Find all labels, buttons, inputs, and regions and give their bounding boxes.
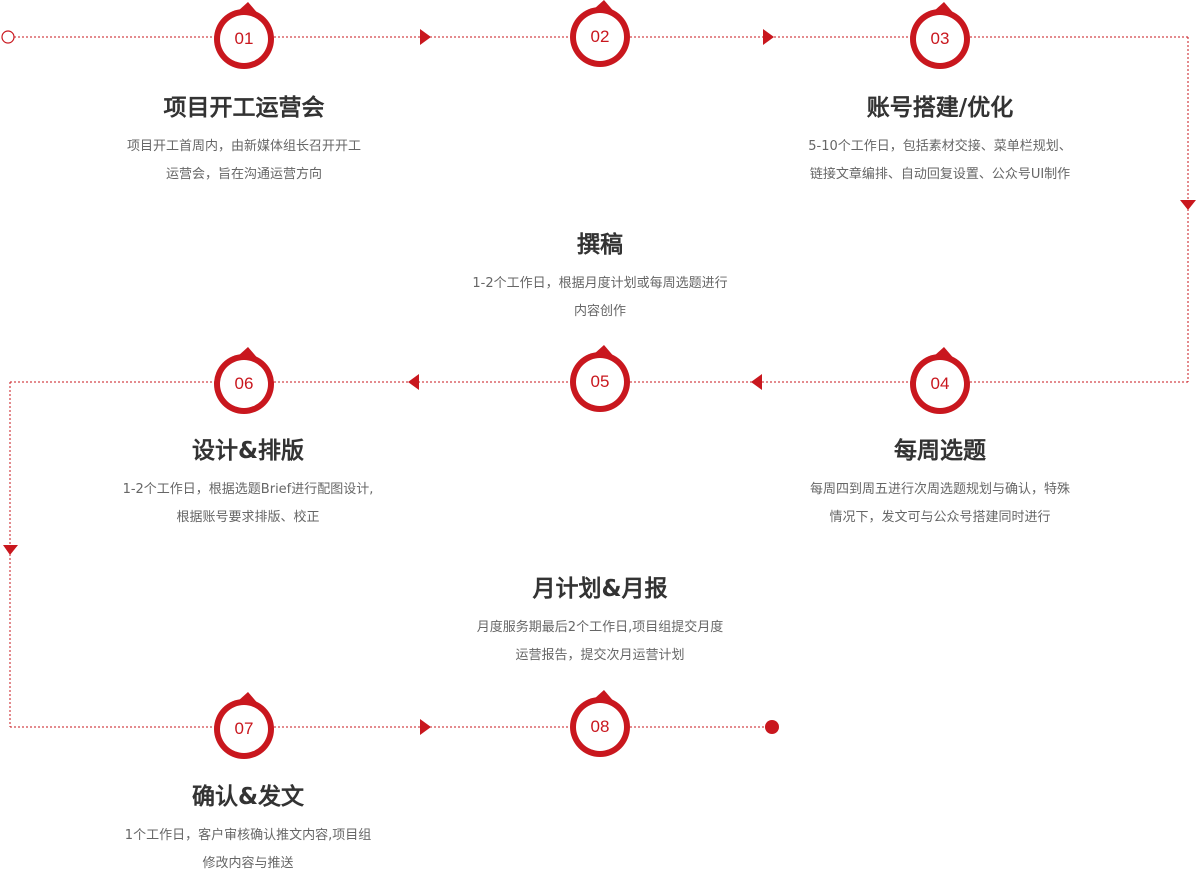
step-02-card: 撰稿 1-2个工作日，根据月度计划或每周选题进行 内容创作 xyxy=(450,230,750,326)
end-marker xyxy=(765,720,779,734)
step-01-description: 项目开工首周内，由新媒体组长召开开工 运营会，旨在沟通运营方向 xyxy=(94,133,394,189)
step-node-03 xyxy=(910,2,970,69)
step-node-01 xyxy=(214,2,274,69)
step-05-description: 月度服务期最后2个工作日,项目组提交月度 运营报告，提交次月运营计划 xyxy=(450,614,750,670)
step-06-description: 1-2个工作日，根据选题Brief进行配图设计, 根据账号要求排版、校正 xyxy=(98,476,398,532)
step-05-desc-line: 月度服务期最后2个工作日,项目组提交月度 xyxy=(476,620,724,635)
step-node-center xyxy=(220,15,268,63)
start-marker xyxy=(1,30,15,44)
step-05-card: 月计划&月报 月度服务期最后2个工作日,项目组提交月度 运营报告，提交次月运营计… xyxy=(450,574,750,670)
arrow-right-icon xyxy=(763,29,774,45)
step-03-description: 5-10个工作日，包括素材交接、菜单栏规划、 链接文章编排、自动回复设置、公众号… xyxy=(790,133,1090,189)
step-node-center xyxy=(220,705,268,753)
step-04-title: 每周选题 xyxy=(894,438,986,464)
step-04-card: 每周选题 每周四到周五进行次周选题规划与确认，特殊 情况下，发文可与公众号搭建同… xyxy=(790,436,1090,532)
step-node-05 xyxy=(570,345,630,412)
step-node-04 xyxy=(910,347,970,414)
step-07-desc-line: 修改内容与推送 xyxy=(202,856,294,871)
direction-arrows xyxy=(3,29,1196,735)
step-02-title: 撰稿 xyxy=(577,232,623,258)
step-number-04: 04 xyxy=(930,374,950,393)
step-node-center xyxy=(220,360,268,408)
arrow-right-icon xyxy=(420,29,431,45)
step-node-center xyxy=(576,703,624,751)
step-06-card: 设计&排版 1-2个工作日，根据选题Brief进行配图设计, 根据账号要求排版、… xyxy=(98,436,398,532)
step-03-title: 账号搭建/优化 xyxy=(866,95,1014,121)
step-04-description: 每周四到周五进行次周选题规划与确认，特殊 情况下，发文可与公众号搭建同时进行 xyxy=(790,476,1090,532)
step-node-08 xyxy=(570,690,630,757)
step-04-desc-line: 情况下，发文可与公众号搭建同时进行 xyxy=(829,510,1051,525)
arrow-down-icon xyxy=(1180,200,1196,210)
step-05-desc-line: 运营报告，提交次月运营计划 xyxy=(515,648,685,663)
step-01-desc-line: 运营会，旨在沟通运营方向 xyxy=(165,167,322,182)
step-05-title: 月计划&月报 xyxy=(532,576,668,602)
step-03-desc-line: 5-10个工作日，包括素材交接、菜单栏规划、 xyxy=(808,139,1072,154)
step-number-01: 01 xyxy=(234,29,254,48)
step-03-desc-line: 链接文章编排、自动回复设置、公众号UI制作 xyxy=(809,167,1071,182)
step-06-desc-line: 根据账号要求排版、校正 xyxy=(176,510,320,525)
step-node-center xyxy=(916,15,964,63)
step-02-desc-line: 内容创作 xyxy=(573,304,626,319)
step-number-05: 05 xyxy=(590,372,610,391)
arrow-left-icon xyxy=(751,374,762,390)
step-node-02 xyxy=(570,0,630,67)
step-02-description: 1-2个工作日，根据月度计划或每周选题进行 内容创作 xyxy=(450,270,750,326)
arrow-left-icon xyxy=(408,374,419,390)
step-01-card: 项目开工运营会 项目开工首周内，由新媒体组长召开开工 运营会，旨在沟通运营方向 xyxy=(94,93,394,189)
step-number-07: 07 xyxy=(234,719,254,738)
step-07-description: 1个工作日，客户审核确认推文内容,项目组 修改内容与推送 xyxy=(98,822,398,878)
arrow-down-icon xyxy=(3,545,18,555)
step-02-desc-line: 1-2个工作日，根据月度计划或每周选题进行 xyxy=(472,276,728,291)
step-node-center xyxy=(576,358,624,406)
step-04-desc-line: 每周四到周五进行次周选题规划与确认，特殊 xyxy=(809,482,1070,497)
step-06-desc-line: 1-2个工作日，根据选题Brief进行配图设计, xyxy=(122,482,374,497)
step-number-08: 08 xyxy=(590,717,610,736)
step-node-06 xyxy=(214,347,274,414)
step-03-card: 账号搭建/优化 5-10个工作日，包括素材交接、菜单栏规划、 链接文章编排、自动… xyxy=(790,93,1090,189)
step-07-desc-line: 1个工作日，客户审核确认推文内容,项目组 xyxy=(124,828,372,843)
step-number-03: 03 xyxy=(930,29,950,48)
step-node-07 xyxy=(214,692,274,759)
step-07-card: 确认&发文 1个工作日，客户审核确认推文内容,项目组 修改内容与推送 xyxy=(98,782,398,878)
step-node-center xyxy=(576,13,624,61)
step-number-02: 02 xyxy=(590,27,610,46)
step-01-title: 项目开工运营会 xyxy=(163,95,325,121)
step-node-center xyxy=(916,360,964,408)
step-number-06: 06 xyxy=(234,374,254,393)
step-07-title: 确认&发文 xyxy=(191,784,305,810)
step-01-desc-line: 项目开工首周内，由新媒体组长召开开工 xyxy=(126,139,361,154)
step-06-title: 设计&排版 xyxy=(191,438,305,464)
arrow-right-icon xyxy=(420,719,431,735)
